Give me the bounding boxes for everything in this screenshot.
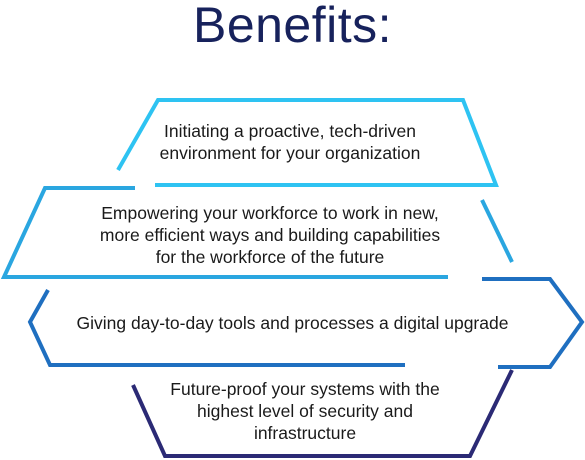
benefit-shape-2-upper [0, 186, 448, 279]
benefit-text-2: Empowering your workforce to work in new… [99, 203, 441, 267]
page-title: Benefits: [192, 0, 393, 53]
benefit-text-1: Initiating a proactive, tech-driven envi… [159, 121, 421, 163]
benefit-shape-3-right [482, 277, 585, 369]
benefit-shape-2-right [480, 199, 514, 263]
benefit-shape-1 [116, 98, 499, 187]
benefit-text-4: Future-proof your systems with the highe… [170, 379, 440, 443]
benefit-text-3: Giving day-to-day tools and processes a … [76, 313, 509, 333]
benefit-shape-4 [131, 369, 514, 458]
benefit-shape-3-left [27, 289, 405, 367]
